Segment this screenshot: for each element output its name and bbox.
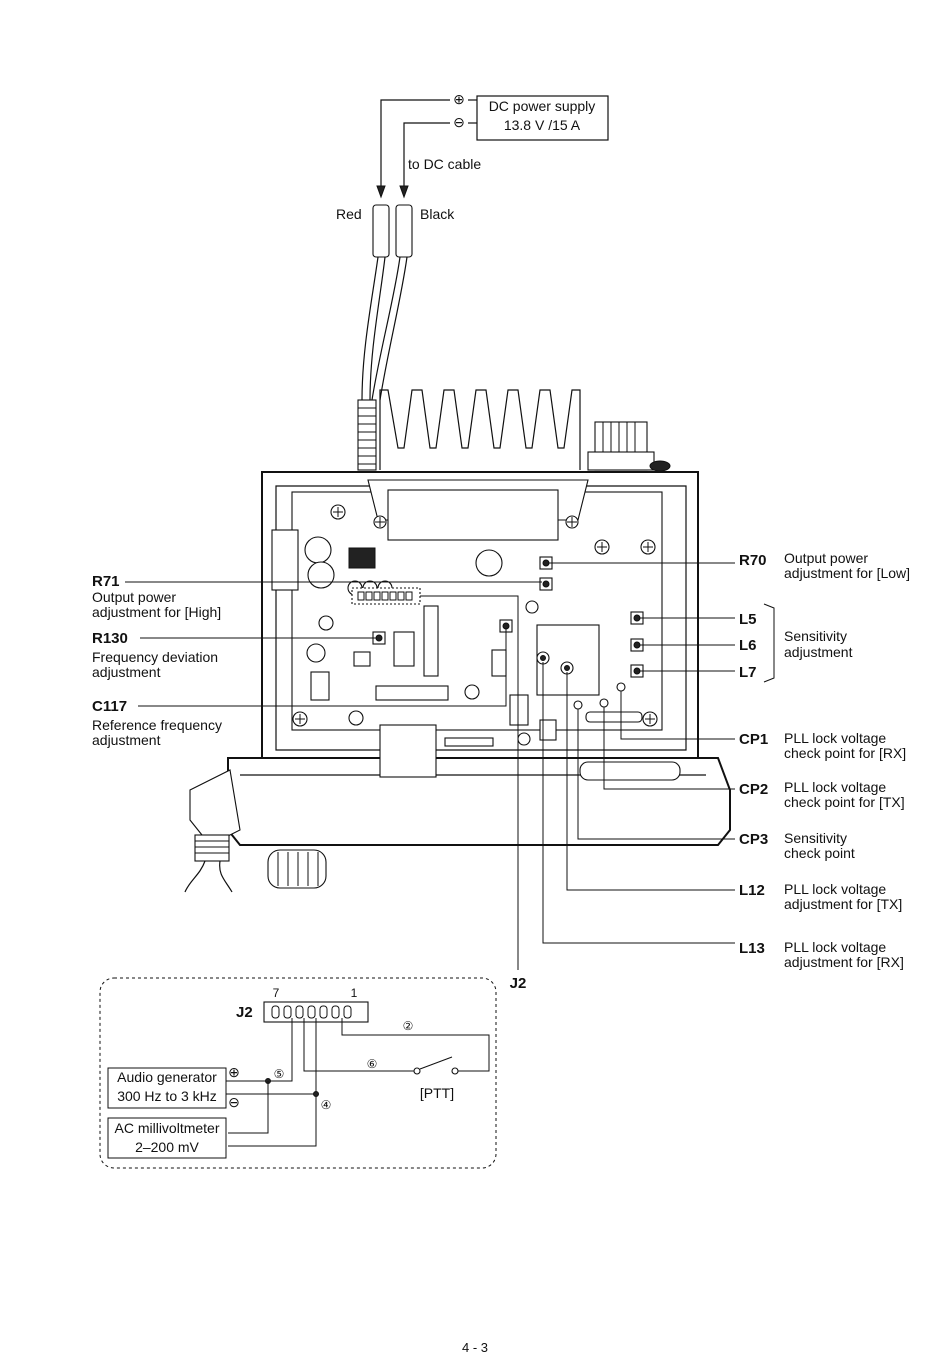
r70-desc-line1: Output power — [784, 550, 868, 566]
l12-desc-line2: adjustment for [TX] — [784, 896, 902, 912]
antenna-connector — [587, 421, 671, 472]
audio-generator-box — [107, 1067, 227, 1109]
red-connector — [372, 204, 390, 258]
l6-id: L6 — [739, 637, 757, 654]
cp2-desc-line1: PLL lock voltage — [784, 779, 886, 795]
audio-minus-icon: ⊖ — [228, 1094, 240, 1110]
pin1-label: 1 — [351, 986, 358, 1000]
heatsink — [379, 389, 581, 470]
l7-id: L7 — [739, 664, 757, 681]
audio-plus-icon: ⊕ — [228, 1064, 240, 1080]
black-connector — [395, 204, 413, 258]
audio-gen-line2: 300 Hz to 3 kHz — [117, 1088, 217, 1104]
r71-id: R71 — [92, 573, 120, 590]
audio-gen-line1: Audio generator — [117, 1069, 217, 1085]
pin6-number: ⑥ — [367, 1057, 378, 1071]
black-lead — [403, 122, 450, 188]
black-label: Black — [420, 206, 455, 222]
inset-frame — [99, 977, 497, 1169]
l5-id: L5 — [739, 611, 757, 628]
c117-leader — [138, 628, 507, 707]
r70-desc-line2: adjustment for [Low] — [784, 565, 910, 581]
cp1-point — [616, 682, 626, 692]
l5-l7-desc-line1: Sensitivity — [784, 628, 847, 644]
cp2-leader — [603, 707, 735, 790]
c117-desc-line2: adjustment — [92, 732, 161, 748]
pin2-number: ② — [403, 1019, 414, 1033]
cp3-desc-line2: check point — [784, 845, 855, 861]
dc-power-supply: DC power supply 13.8 V /15 A ⊕ ⊖ to DC c… — [376, 91, 609, 199]
red-lead — [380, 99, 450, 188]
l12-id: L12 — [739, 882, 765, 899]
ptt-switch-icon — [419, 1056, 453, 1070]
l13-desc-line1: PLL lock voltage — [784, 939, 886, 955]
inset-j2-label: J2 — [236, 1004, 253, 1021]
j2-label: J2 — [510, 975, 527, 992]
r71-desc-line2: adjustment for [High] — [92, 604, 221, 620]
cp1-desc-line1: PLL lock voltage — [784, 730, 886, 746]
cp2-point — [599, 698, 609, 708]
supply-label-line1: DC power supply — [489, 98, 596, 114]
l5-l7-bracket — [763, 603, 775, 683]
cp3-desc-line1: Sensitivity — [784, 830, 847, 846]
j2-socket — [351, 587, 421, 605]
volume-knob — [267, 849, 327, 889]
l13-desc-line2: adjustment for [RX] — [784, 954, 904, 970]
ac-millivoltmeter-box — [107, 1117, 227, 1159]
ac-meter-line1: AC millivoltmeter — [114, 1120, 219, 1136]
r70-id: R70 — [739, 552, 767, 569]
l12-leader — [566, 672, 735, 891]
cp3-leader — [577, 709, 735, 840]
cp3-point — [573, 700, 583, 710]
j2-pins — [271, 1005, 352, 1019]
cp1-id: CP1 — [739, 731, 768, 748]
page-number: 4 - 3 — [461, 1340, 488, 1355]
cp3-id: CP3 — [739, 831, 768, 848]
cp1-desc-line2: check point for [RX] — [784, 745, 906, 761]
l13-id: L13 — [739, 940, 765, 957]
arrow-red-icon — [376, 185, 386, 199]
r130-id: R130 — [92, 630, 128, 647]
supply-label-line2: 13.8 V /15 A — [504, 117, 581, 133]
cp1-leader — [620, 691, 735, 740]
cp2-id: CP2 — [739, 781, 768, 798]
left-callouts: R71 Output power adjustment for [High] R… — [92, 573, 542, 748]
pin5-number: ⑤ — [274, 1067, 285, 1081]
pin7-label: 7 — [273, 986, 280, 1000]
l12-desc-line1: PLL lock voltage — [784, 881, 886, 897]
dc-cable: Red Black — [336, 204, 455, 471]
plus-terminal-icon: ⊕ — [453, 91, 465, 107]
ptt-label: [PTT] — [420, 1085, 454, 1101]
cp2-desc-line2: check point for [TX] — [784, 794, 905, 810]
arrow-black-icon — [399, 185, 409, 199]
red-label: Red — [336, 206, 362, 222]
l13-leader — [542, 662, 735, 944]
r130-desc-line1: Frequency deviation — [92, 649, 218, 665]
right-callouts: R70 Output power adjustment for [Low] L5… — [420, 550, 910, 992]
r71-desc-line1: Output power — [92, 589, 176, 605]
pcb-components — [292, 479, 658, 778]
l5-l7-desc-line2: adjustment — [784, 644, 853, 660]
r130-desc-line2: adjustment — [92, 664, 161, 680]
c117-desc-line1: Reference frequency — [92, 717, 222, 733]
j2-test-inset: J2 7 1 ② [PTT] ⑥ ⑤ ④ Audio generat — [99, 977, 497, 1169]
pin4-number: ④ — [321, 1098, 332, 1112]
c117-id: C117 — [92, 698, 127, 715]
ac-meter-line2: 2–200 mV — [135, 1139, 199, 1155]
minus-terminal-icon: ⊖ — [453, 114, 465, 130]
j2-leader — [420, 595, 519, 970]
cable-label: to DC cable — [408, 156, 481, 172]
